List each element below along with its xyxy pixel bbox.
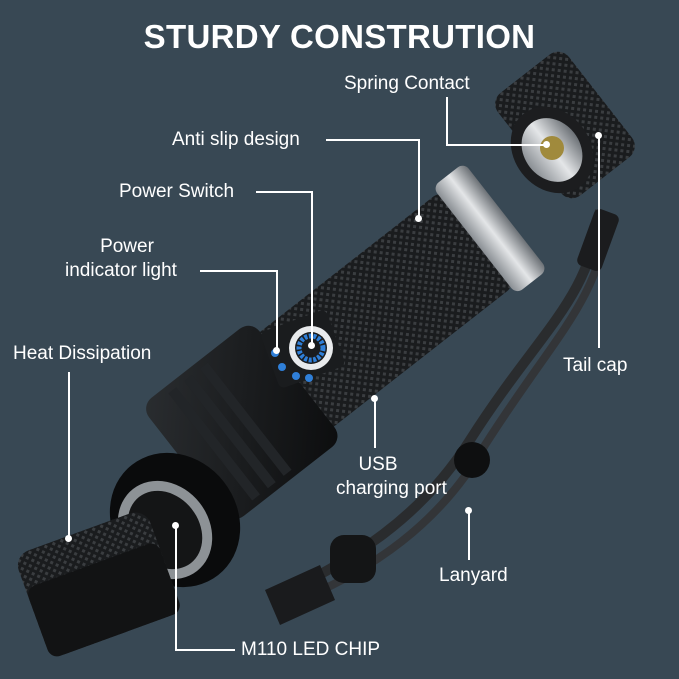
spring-contact bbox=[540, 136, 564, 160]
threads bbox=[435, 165, 545, 292]
label-tail-cap: Tail cap bbox=[563, 355, 628, 376]
label-led-chip: M110 LED CHIP bbox=[241, 639, 381, 660]
label-usb: USB bbox=[358, 454, 398, 475]
indicator-led bbox=[305, 374, 313, 382]
lanyard-bead bbox=[454, 442, 490, 478]
label-lanyard: Lanyard bbox=[439, 565, 508, 586]
lanyard-stopper bbox=[330, 535, 376, 583]
label-power-switch: Power Switch bbox=[119, 181, 235, 202]
leader-line bbox=[446, 97, 448, 145]
label-anti-slip: Anti slip design bbox=[172, 129, 300, 150]
indicator-led bbox=[292, 372, 300, 380]
label-power-indicator-line2: indicator light bbox=[65, 260, 177, 281]
label-heat-dissipation: Heat Dissipation bbox=[13, 343, 152, 364]
page-title: STURDY CONSTRUTION bbox=[143, 18, 536, 55]
label-power-indicator: Power bbox=[100, 236, 154, 257]
label-spring-contact: Spring Contact bbox=[344, 73, 470, 94]
indicator-led bbox=[278, 363, 286, 371]
label-usb-line2: charging port bbox=[336, 478, 447, 499]
